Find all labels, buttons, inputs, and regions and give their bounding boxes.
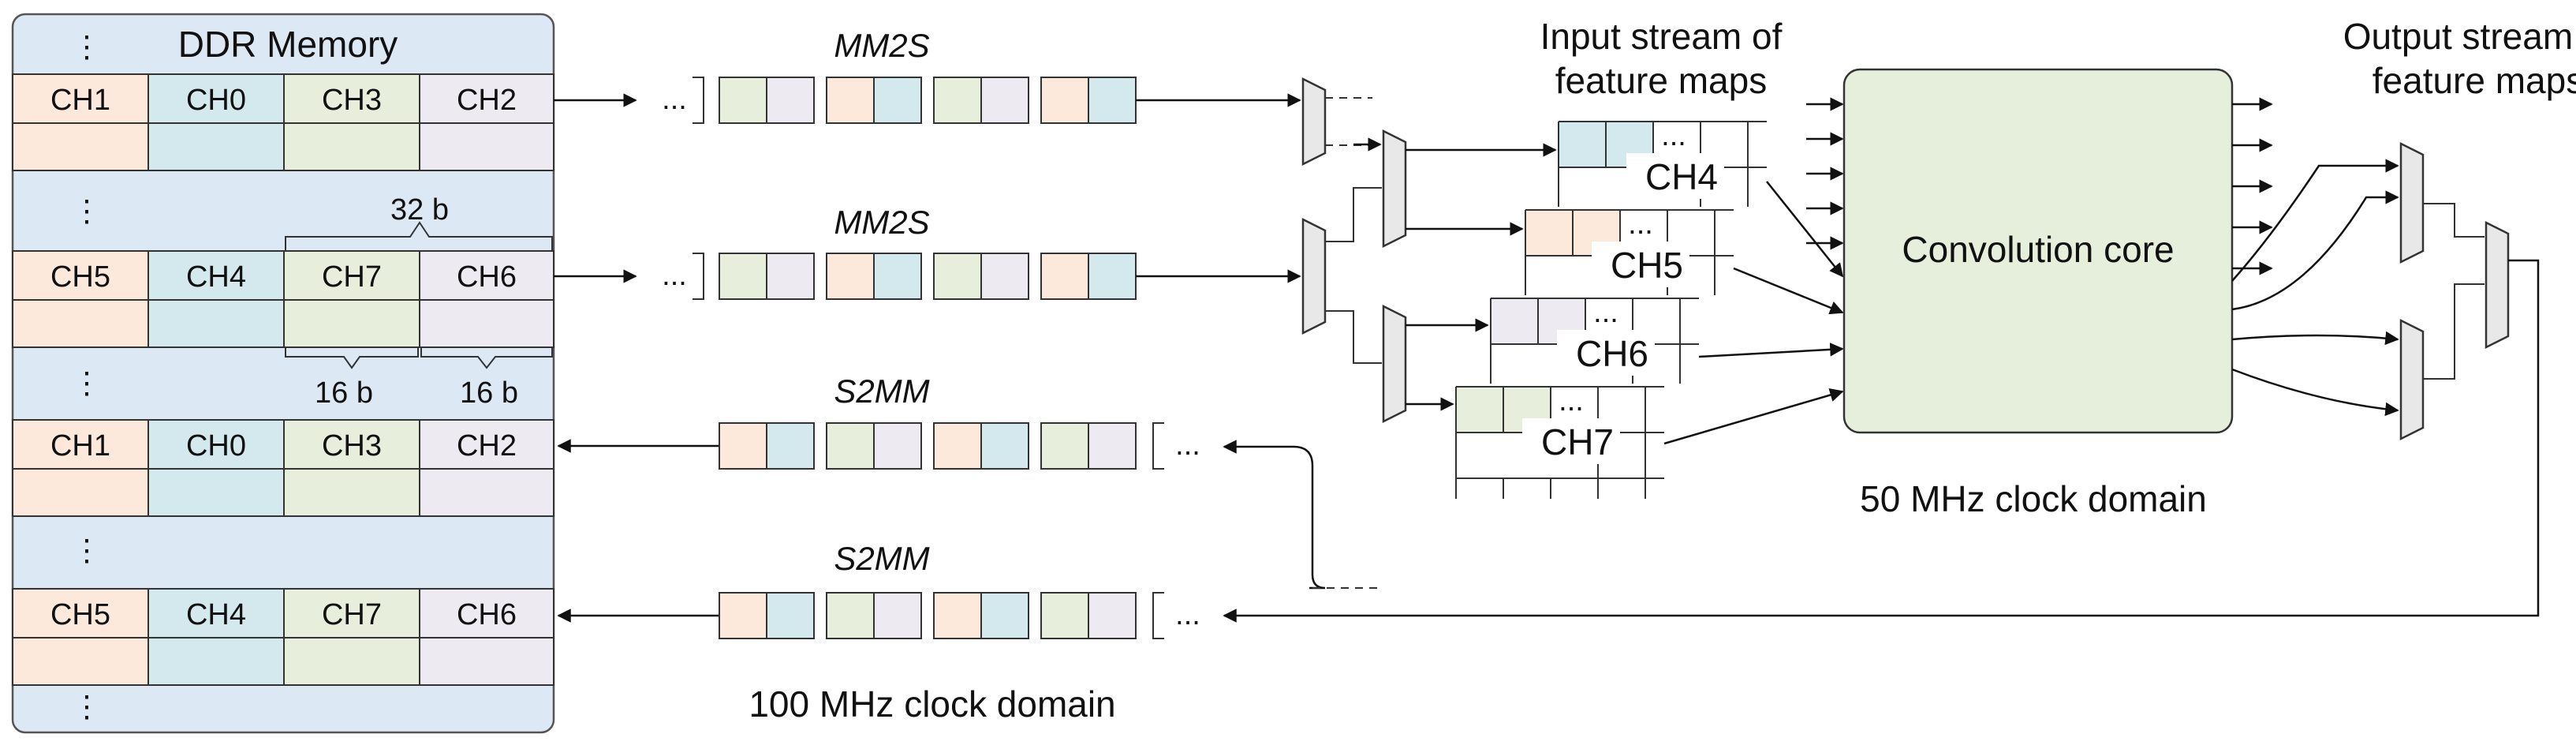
mux (2399, 141, 2425, 264)
map-to-core-arrows (1663, 97, 1844, 445)
stream-label: S2MM (834, 373, 929, 410)
feature-map-ellipsis: ... (1559, 384, 1584, 418)
ddr-cell-label: CH1 (50, 84, 110, 117)
stream-label: MM2S (834, 204, 929, 241)
feature-map-ch5: ... CH5 (1525, 208, 1734, 295)
ddr-cell-label: CH5 (50, 260, 110, 294)
core-output-arrows (2231, 97, 2399, 417)
mux (2485, 220, 2510, 350)
ddr-row: CH5 CH4 CH7 CH6 (12, 250, 554, 348)
stream-packets (719, 422, 1137, 470)
ddr-cell-label: CH5 (50, 598, 110, 631)
stream-mm2s-bottom: MM2S ... (554, 204, 1301, 300)
ddr-cell-label: CH1 (50, 429, 110, 463)
brace-32b (285, 221, 553, 251)
clock-domain-fast: 100 MHz clock domain (749, 683, 1115, 725)
stream-s2mm-bottom: S2MM ... (557, 259, 2540, 639)
ddr-dots: ⋮ (72, 534, 102, 567)
feature-map-ch7: ... CH7 (1455, 384, 1664, 499)
ddr-cell-label: CH6 (457, 598, 517, 631)
ddr-memory: DDR Memory ⋮ ⋮ ⋮ ⋮ ⋮ CH1 CH0 CH3 CH2 (11, 13, 555, 734)
input-stream-title: Input stream of (1540, 16, 1783, 57)
demux (1382, 129, 1407, 249)
ellipsis: ... (662, 83, 687, 116)
feedback-arrow (1223, 440, 1326, 590)
stream-packets (719, 592, 1137, 639)
ellipsis: ... (1175, 598, 1200, 631)
demux (1382, 304, 1407, 424)
ddr-dots: ⋮ (72, 195, 102, 228)
feature-map-label: CH6 (1576, 333, 1648, 374)
stream-label: S2MM (834, 540, 929, 577)
output-stream-title: feature maps (2373, 60, 2576, 101)
ddr-cell-label: CH4 (186, 598, 246, 631)
ddr-cell-label: CH2 (457, 429, 517, 463)
output-mux-network (2399, 141, 2529, 441)
ddr-memory-box (11, 13, 555, 734)
mux (2399, 318, 2425, 441)
output-return-arrow (1223, 259, 2540, 623)
demux (1301, 217, 1327, 335)
output-stream-title: Output stream of (2343, 16, 2576, 57)
ddr-dots: ⋮ (72, 367, 102, 400)
ddr-row: CH1 CH0 CH3 CH2 (12, 419, 554, 517)
ddr-cell-label: CH4 (186, 260, 246, 294)
width-label-32b: 32 b (390, 193, 449, 227)
ddr-cell-label: CH3 (322, 84, 382, 117)
input-stream-title: feature maps (1555, 60, 1767, 101)
ellipsis: ... (1175, 429, 1200, 462)
stream-mm2s-top: MM2S ... (554, 27, 1301, 124)
ddr-row: CH1 CH0 CH3 CH2 (12, 73, 554, 171)
stream-packets (719, 77, 1137, 124)
feature-map-ellipsis: ... (1593, 296, 1618, 329)
ddr-row: CH5 CH4 CH7 CH6 (12, 588, 554, 686)
ddr-dots: ⋮ (72, 31, 102, 64)
stream-label: MM2S (834, 27, 929, 64)
input-mux-network (1301, 77, 1557, 424)
feature-map-label: CH5 (1611, 245, 1683, 286)
feature-map-ch4: ... CH4 (1558, 119, 1767, 207)
convolution-core (1842, 68, 2234, 434)
feature-map-label: CH7 (1541, 421, 1614, 463)
convolution-core-label: Convolution core (1902, 229, 2174, 270)
ddr-memory-title: DDR Memory (178, 24, 398, 65)
width-label-16b: 16 b (460, 376, 518, 410)
ddr-cell-label: CH7 (322, 260, 382, 294)
ddr-cell-label: CH6 (457, 260, 517, 294)
clock-domain-slow: 50 MHz clock domain (1860, 478, 2207, 519)
feature-map-label: CH4 (1645, 156, 1718, 197)
feature-map-ellipsis: ... (1661, 119, 1686, 152)
demux (1301, 77, 1327, 167)
ddr-cell-label: CH2 (457, 84, 517, 117)
ddr-cell-label: CH0 (186, 84, 246, 117)
ddr-cell-label: CH3 (322, 429, 382, 463)
brace-16b (285, 347, 419, 369)
ddr-dots: ⋮ (72, 691, 102, 724)
ddr-cell-label: CH0 (186, 429, 246, 463)
stream-s2mm-top: S2MM ... (557, 373, 1380, 590)
ddr-cell-label: CH7 (322, 598, 382, 631)
stream-packets (719, 253, 1137, 300)
ellipsis: ... (662, 259, 687, 292)
brace-16b (420, 347, 553, 369)
feature-map-ellipsis: ... (1628, 208, 1653, 241)
width-label-16b: 16 b (315, 376, 373, 410)
feature-map-ch6: ... CH6 (1490, 296, 1699, 384)
